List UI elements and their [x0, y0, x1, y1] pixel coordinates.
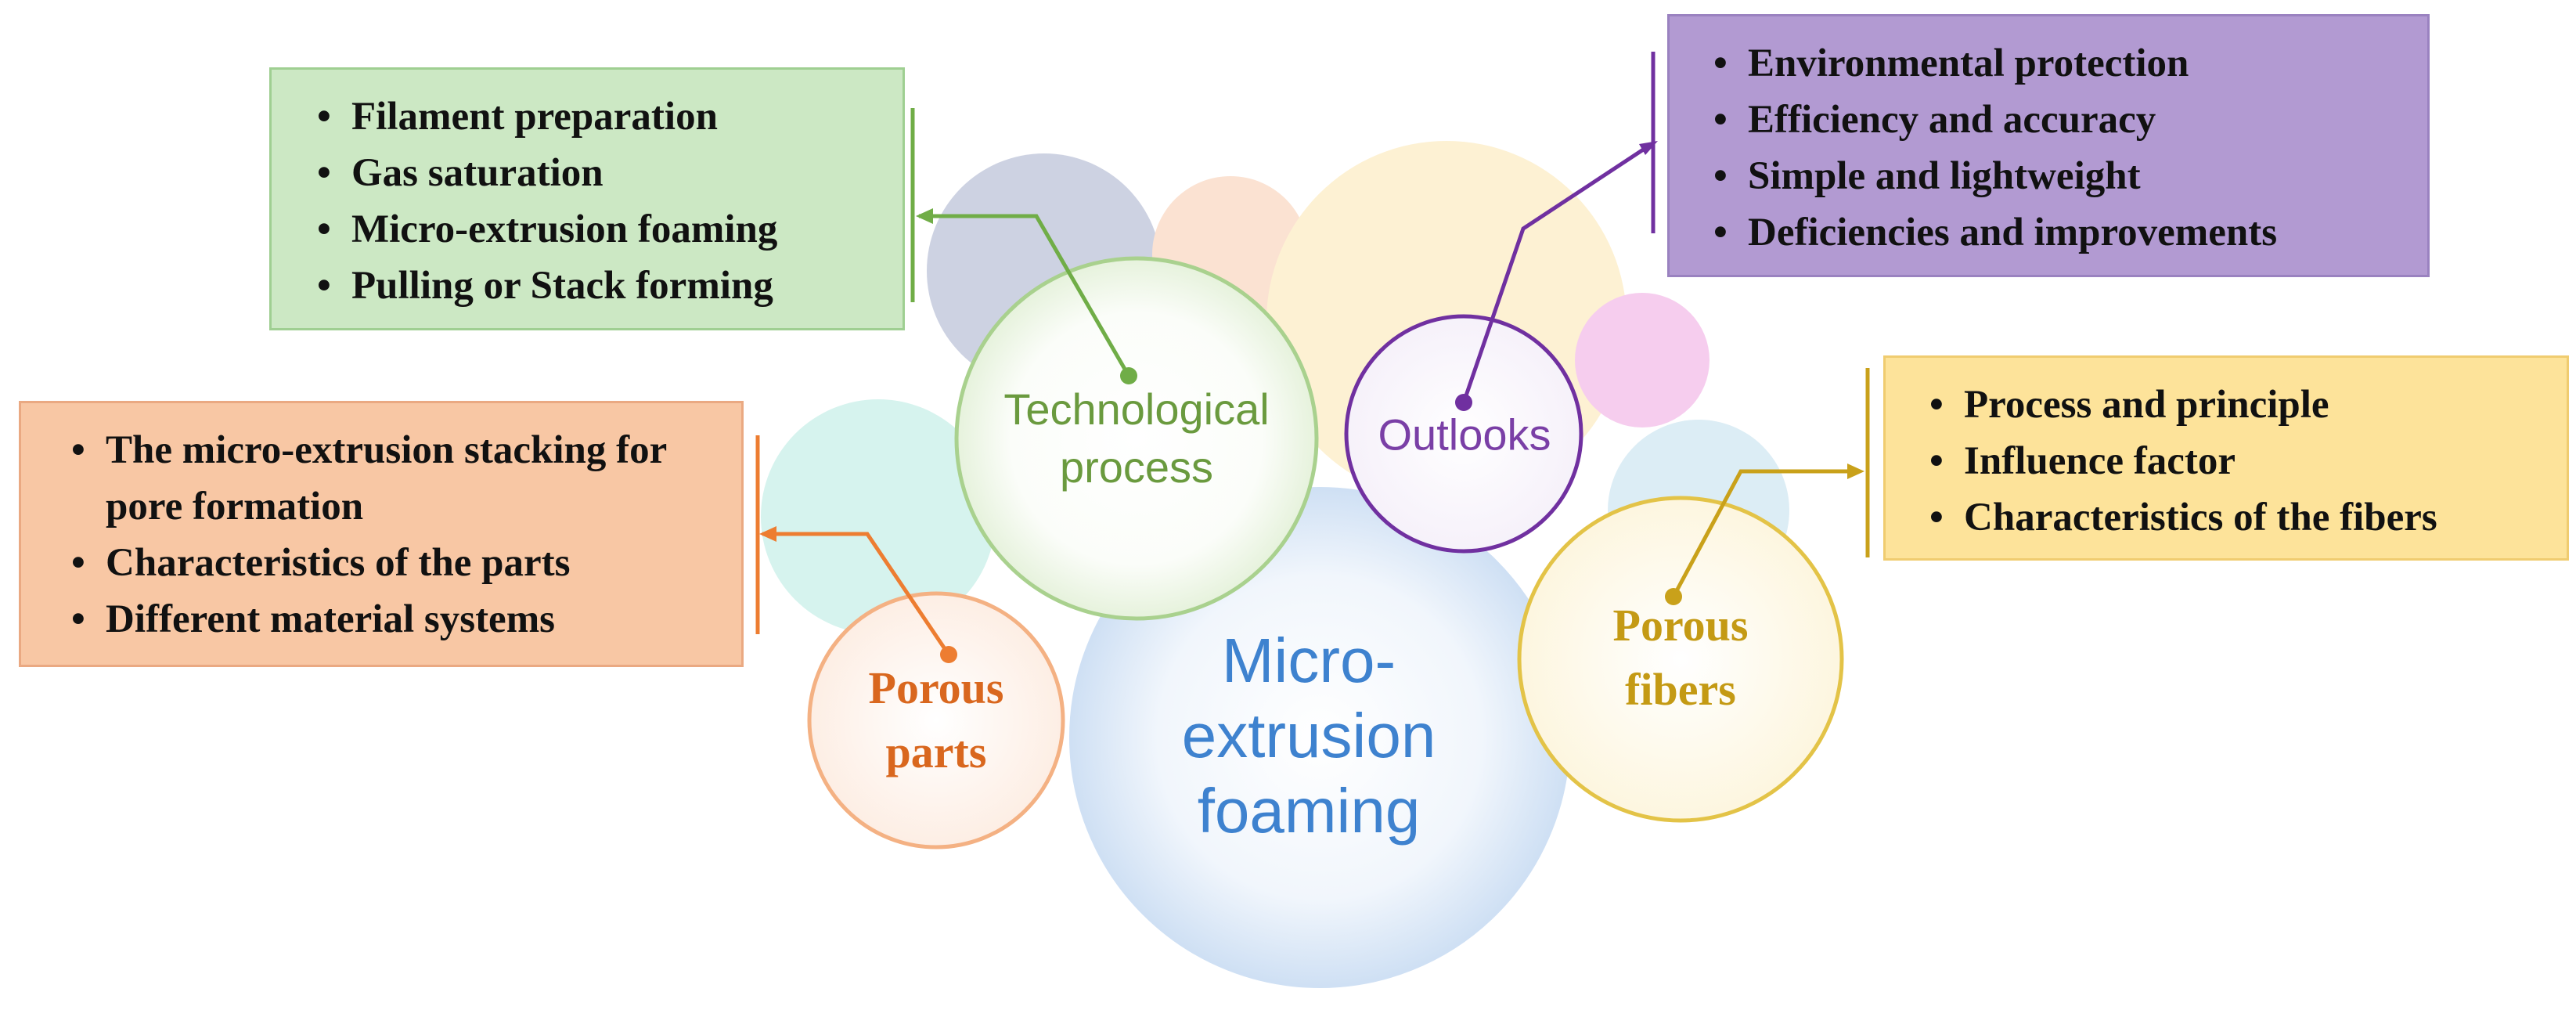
outlooks-panel: Environmental protection Efficiency and … [1667, 14, 2430, 277]
porous-parts-connector [755, 435, 957, 663]
list-item: Different material systems [60, 591, 726, 647]
technological-process-panel: Filament preparation Gas saturation Micr… [269, 67, 905, 330]
porous-parts-panel: The micro-extrusion stacking for pore fo… [19, 401, 744, 667]
porous-parts-list: The micro-extrusion stacking for pore fo… [60, 422, 726, 647]
technological-process-list: Filament preparation Gas saturation Micr… [306, 88, 887, 314]
list-item: Simple and lightweight [1702, 148, 2412, 204]
list-item: Process and principle [1918, 377, 2551, 433]
bubble-pink [1575, 293, 1710, 427]
hub-label-line: foaming [1197, 776, 1421, 846]
list-item: Characteristics of the fibers [1918, 489, 2551, 546]
porous-fibers-connector [1665, 368, 1870, 605]
porous-fibers-list: Process and principle Influence factor C… [1918, 377, 2551, 546]
bubble-mint [761, 399, 996, 634]
outlooks-label: Outlooks [1378, 409, 1551, 460]
technological-process-connector [910, 108, 1137, 384]
list-item: Pulling or Stack forming [306, 258, 887, 314]
list-item: Deficiencies and improvements [1702, 204, 2412, 261]
technological-process-label-line: Technological [1003, 384, 1270, 434]
porous-parts-label-line: Porous [868, 662, 1004, 713]
porous-fibers-label: Porous fibers [1613, 593, 1749, 722]
porous-parts-label-line: parts [885, 727, 987, 777]
technological-process-circle [954, 256, 1319, 621]
porous-parts-label: Porous parts [869, 656, 1004, 785]
outlooks-list: Environmental protection Efficiency and … [1702, 35, 2412, 261]
technological-process-label: Technological process [1003, 381, 1269, 496]
porous-parts-circle [807, 591, 1065, 849]
hub-label-line: Micro- [1221, 626, 1396, 695]
hub-label-line: extrusion [1181, 701, 1436, 770]
hub-label: Micro- extrusion foaming [1182, 623, 1436, 849]
list-item: Influence factor [1918, 433, 2551, 489]
porous-fibers-label-line: fibers [1625, 664, 1736, 715]
porous-fibers-circle [1517, 496, 1844, 823]
outlooks-label-line: Outlooks [1378, 409, 1551, 460]
list-item: The micro-extrusion stacking for pore fo… [60, 422, 726, 535]
outlooks-connector [1455, 52, 1658, 411]
list-item: Gas saturation [306, 145, 887, 201]
porous-fibers-label-line: Porous [1612, 600, 1749, 651]
list-item: Characteristics of the parts [60, 535, 726, 591]
list-item: Environmental protection [1702, 35, 2412, 92]
list-item: Filament preparation [306, 88, 887, 145]
list-item: Micro-extrusion foaming [306, 201, 887, 258]
list-item: Efficiency and accuracy [1702, 92, 2412, 148]
outlooks-circle [1344, 314, 1583, 554]
porous-fibers-panel: Process and principle Influence factor C… [1883, 355, 2569, 561]
technological-process-label-line: process [1059, 442, 1214, 492]
